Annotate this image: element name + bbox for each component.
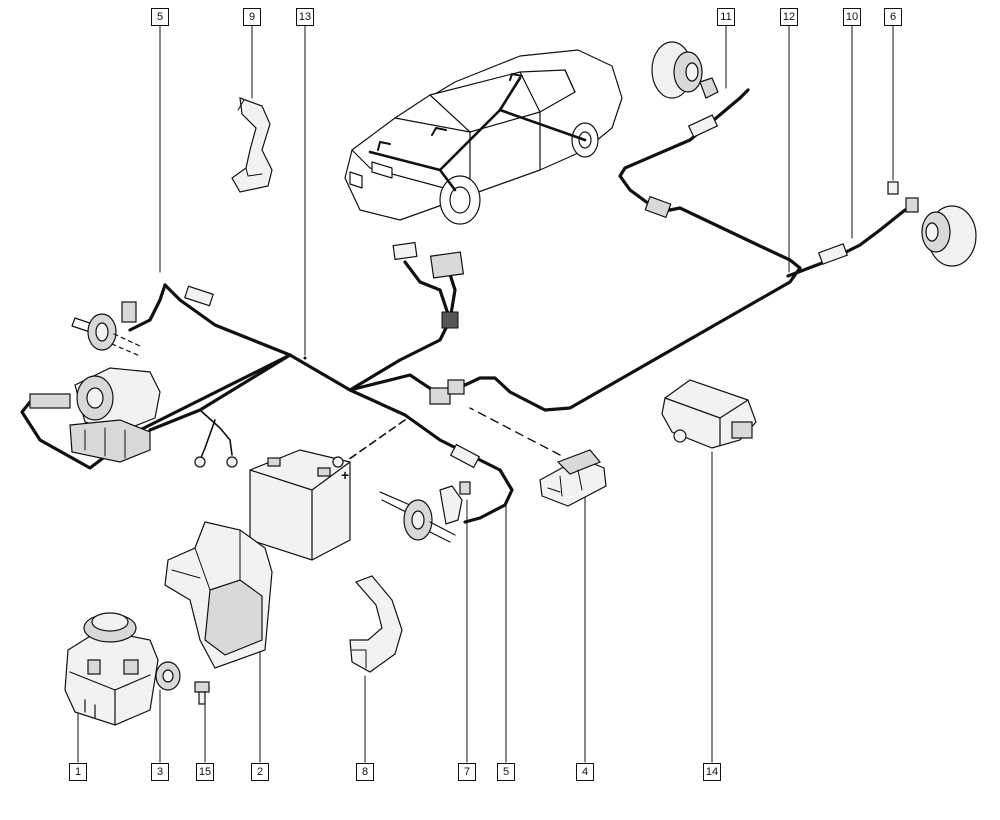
callout-top-1: 5 (151, 8, 169, 26)
car-body-illustration (344, 49, 623, 225)
front-right-hub (379, 481, 471, 543)
front-right-disc (887, 181, 977, 267)
harness-junction (303, 356, 307, 360)
ground-terminals (194, 456, 238, 468)
rear-right-hub (651, 41, 719, 99)
bracket-part-9 (231, 97, 273, 193)
harness-connectors (29, 114, 849, 469)
callout-top-2: 9 (243, 8, 261, 26)
callout-top-3: 13 (296, 8, 314, 26)
damper-part-3 (155, 661, 181, 691)
hydraulic-unit-left (69, 367, 161, 463)
screw-part-15 (194, 681, 210, 705)
battery: + (249, 449, 351, 561)
battery-plus-label: + (341, 467, 349, 483)
callout-bottom-3: 15 (196, 763, 214, 781)
rear-left-hub (71, 301, 141, 357)
callout-top-4: 11 (717, 8, 735, 26)
dashed-connection-battery (344, 419, 406, 463)
callout-bottom-6: 7 (458, 763, 476, 781)
callout-top-6: 10 (843, 8, 861, 26)
connector-bracket-part-4 (539, 449, 607, 507)
callout-bottom-7: 5 (497, 763, 515, 781)
callout-bottom-2: 3 (151, 763, 169, 781)
callout-bottom-4: 2 (251, 763, 269, 781)
callout-top-5: 12 (780, 8, 798, 26)
leader-lines (77, 25, 894, 763)
abs-hydraulic-unit-part-1 (64, 612, 159, 726)
bracket-part-8 (349, 575, 403, 673)
callout-bottom-9: 14 (703, 763, 721, 781)
dashed-connection-4 (469, 407, 561, 456)
callout-top-7: 6 (884, 8, 902, 26)
callout-bottom-1: 1 (69, 763, 87, 781)
ecu-bracket-part-2 (164, 521, 273, 669)
callout-bottom-5: 8 (356, 763, 374, 781)
callout-bottom-8: 4 (576, 763, 594, 781)
sensor-module-part-14 (661, 379, 757, 449)
